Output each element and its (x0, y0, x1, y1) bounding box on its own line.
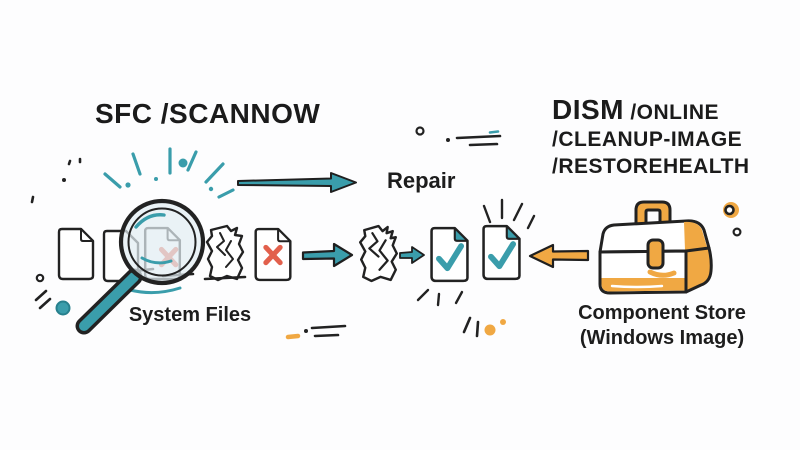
repair-arrow-icon (235, 170, 360, 196)
sparkle-burst (478, 196, 538, 230)
checked-document-icon (479, 224, 524, 281)
arrow-right-icon (300, 242, 355, 268)
sparkle-burst (719, 199, 753, 243)
sparkle-burst (28, 268, 78, 318)
sfc-command: SFC (95, 98, 153, 129)
arrow-left-icon (528, 243, 590, 269)
sparkle-burst (412, 120, 507, 152)
corrupt-document-icon (251, 227, 295, 282)
magnifier-icon (58, 193, 223, 345)
sparkle-burst (60, 145, 240, 220)
dism-command: DISM (552, 94, 624, 125)
component-store-line2: (Windows Image) (579, 327, 745, 349)
check-glyph (436, 243, 465, 272)
sparkle-burst (460, 310, 510, 350)
cracked-document-icon (355, 223, 403, 284)
dism-title: DISM /ONLINE /CLEANUP-IMAGE /RESTOREHEAL… (552, 96, 750, 180)
sparkle-burst (283, 320, 353, 342)
cracked-document-icon (203, 223, 248, 283)
sfc-argument: /SCANNOW (160, 98, 321, 129)
component-store-line1: Component Store (578, 302, 746, 324)
x-glyph (263, 244, 283, 266)
ink-specks (28, 150, 98, 210)
dism-argument-online: /ONLINE (630, 101, 720, 124)
sfc-scannow-title: SFC /SCANNOW (95, 98, 320, 130)
component-store-label: Component Store (Windows Image) (562, 301, 762, 351)
checked-document-icon (427, 226, 472, 283)
system-files-label: System Files (128, 304, 252, 326)
sparkle-burst (408, 282, 473, 310)
document-icon (55, 227, 97, 281)
toolbox-icon (588, 196, 723, 298)
repair-label: Repair (387, 168, 456, 193)
dism-argument-restorehealth: /RESTOREHEALTH (552, 155, 750, 178)
check-glyph (488, 241, 517, 270)
arrow-right-icon (398, 245, 426, 265)
dism-line-1: DISM /ONLINE (552, 96, 750, 126)
dism-argument-cleanup: /CLEANUP-IMAGE (552, 128, 743, 151)
